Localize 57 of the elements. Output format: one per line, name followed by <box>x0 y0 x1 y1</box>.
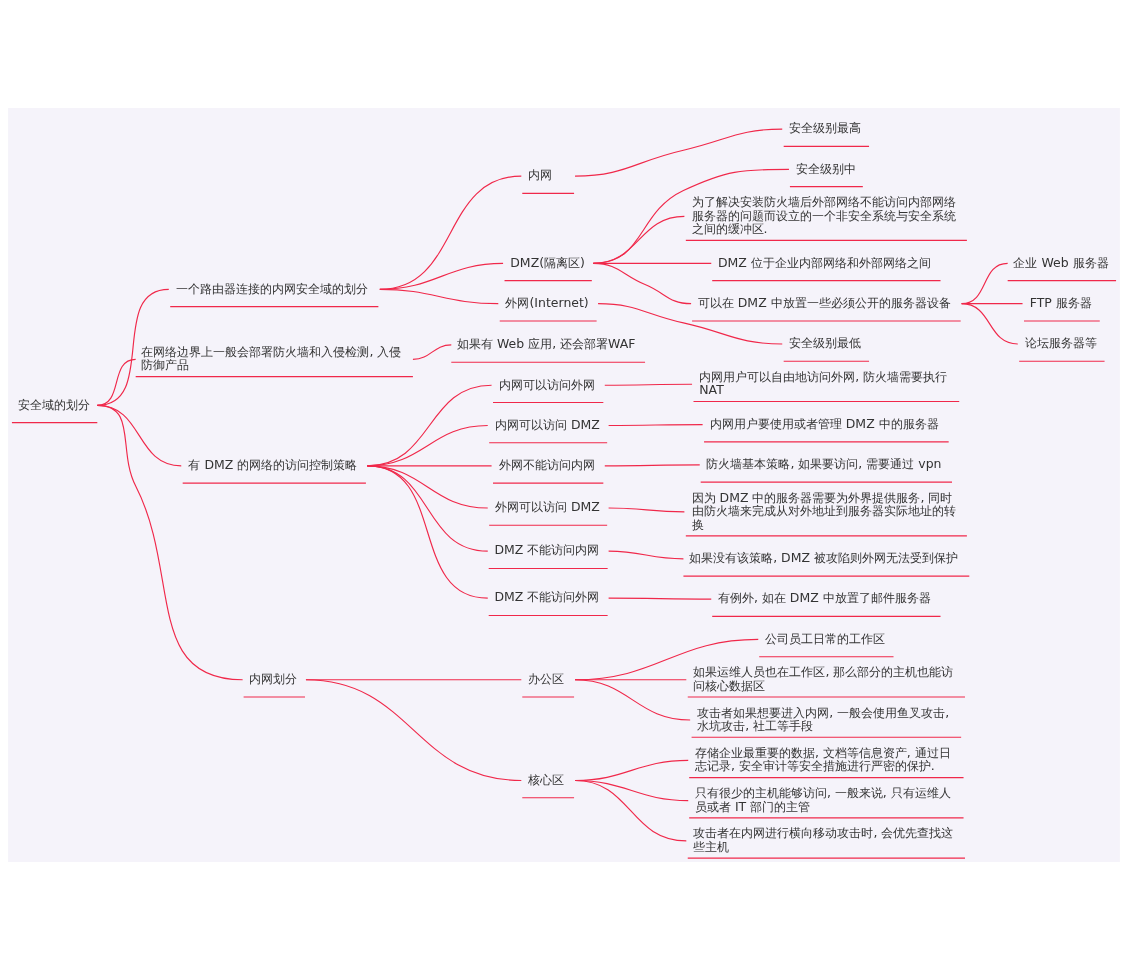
node-text: 企业 Web 服务器 <box>1013 254 1109 270</box>
connector <box>366 464 489 599</box>
connector <box>604 383 693 386</box>
node-text: 外网(Internet) <box>505 294 589 310</box>
node-text: 防火墙基本策略, 如果要访问, 需要通过 vpn <box>706 455 942 471</box>
connector <box>96 404 244 680</box>
node-text: 内网可以访问外网 <box>498 376 595 391</box>
connector <box>604 463 701 466</box>
node-text: 有例外, 如在 DMZ 中放置了邮件服务器 <box>717 589 931 605</box>
connector <box>597 302 783 345</box>
node-text: 内网用户可以自由地访问外网, 防火墙需要执行 NAT <box>699 368 948 397</box>
connector <box>379 288 499 304</box>
connector <box>574 678 691 721</box>
node-text: 可以在 DMZ 中放置一些必须公开的服务器设备 <box>697 294 951 310</box>
node-text: 因为 DMZ 中的服务器需要为外界提供服务, 同时由防火墙来完成从对外地址到服务器实际地址的转换 <box>691 489 956 532</box>
node-text: 外网可以访问 DMZ <box>494 498 600 514</box>
node-text: 只有很少的主机能够访问, 一般来说, 只有运维人员或者 IT 部门的主管 <box>694 784 951 814</box>
node-text: 攻击者如果想要进入内网, 一般会使用鱼叉攻击, 水坑攻击, 社工等手段 <box>697 704 950 733</box>
node-text: 核心区 <box>528 771 565 787</box>
node-text: DMZ 不能访问内网 <box>494 541 600 557</box>
node-text: 论坛服务器等 <box>1024 334 1097 350</box>
node-text: 安全级别中 <box>795 160 856 176</box>
connector <box>592 262 692 304</box>
node-text: 内网可以访问 DMZ <box>494 416 600 432</box>
node-text: DMZ(隔离区) <box>510 254 585 270</box>
connector <box>412 343 452 360</box>
node-text: 安全域的划分 <box>17 396 90 412</box>
node-text: DMZ 不能访问外网 <box>494 588 600 604</box>
node-text: 公司员工日常的工作区 <box>764 630 885 646</box>
node-text: 内网用户要使用或者管理 DMZ 中的服务器 <box>709 415 939 431</box>
node-text: FTP 服务器 <box>1029 294 1092 310</box>
node-text: 外网不能访问内网 <box>498 456 595 472</box>
connector <box>96 358 137 406</box>
node-text: 内网 <box>528 166 553 182</box>
node-text: 内网划分 <box>249 670 298 686</box>
connector <box>608 597 712 600</box>
node-text: 存储企业最重要的数据, 文档等信息资产, 通过日志记录, 安全审计等安全措施进行严密的保护. <box>694 744 951 773</box>
node-text: 如果没有该策略, DMZ 被攻陷则外网无法受到保护 <box>689 549 958 565</box>
connector <box>961 302 1019 345</box>
node-text: 安全级别最高 <box>789 119 862 135</box>
node-text: 安全级别最低 <box>789 334 862 350</box>
connector <box>96 288 170 406</box>
node-text: 为了解决安装防火墙后外部网络不能访问内部网络服务器的问题而设立的一个非安全系统与安全系统之间的缓冲区. <box>691 193 956 236</box>
connector <box>305 678 522 781</box>
connector <box>574 779 687 841</box>
node-text: DMZ 位于企业内部网络和外部网络之间 <box>717 254 931 270</box>
connector <box>608 423 704 426</box>
node-text: 一个路由器连接的内网安全域的划分 <box>175 280 368 296</box>
connector <box>574 128 783 177</box>
connector <box>608 506 685 512</box>
node-text: 如果有 Web 应用, 还会部署WAF <box>457 335 636 351</box>
node-text: 攻击者在内网进行横向移动攻击时, 会优先查找这些主机 <box>693 824 954 854</box>
node-text: 办公区 <box>528 670 565 686</box>
connector <box>608 550 684 559</box>
node-text: 有 DMZ 的网络的访问控制策略 <box>188 456 358 472</box>
node-text: 如果运维人员也在工作区, 那么部分的主机也能访问核心数据区 <box>693 663 954 693</box>
node-text: 在网络边界上一般会部署防火墙和入侵检测, 入侵防御产品 <box>141 343 402 372</box>
